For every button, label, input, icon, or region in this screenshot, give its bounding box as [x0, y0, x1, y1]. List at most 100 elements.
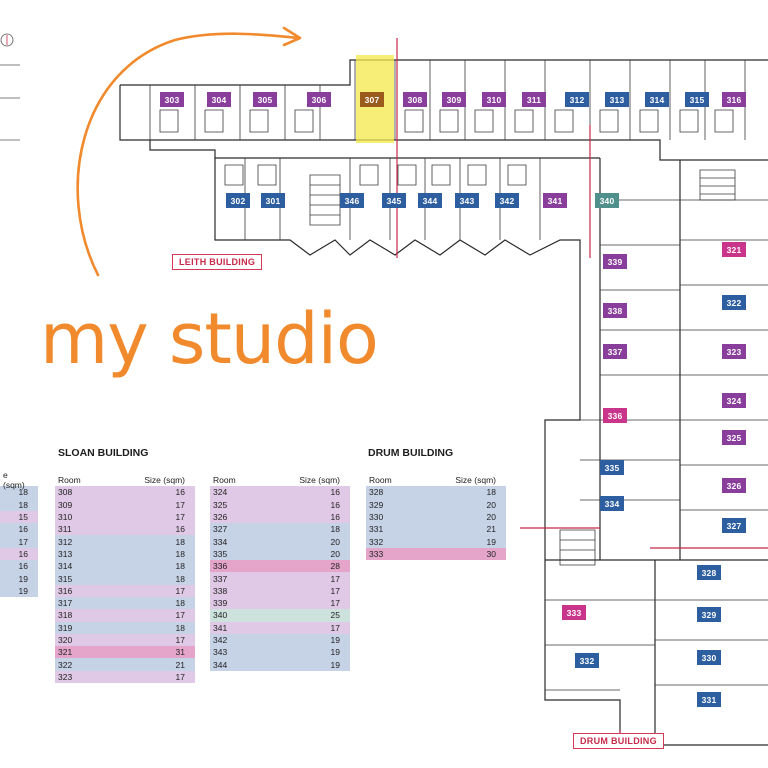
room-tag-345: 345: [382, 193, 406, 208]
size-cell: 16: [330, 499, 340, 510]
room-tag-301: 301: [261, 193, 285, 208]
table-header: Room Size (sqm): [210, 474, 350, 486]
room-tag-312: 312: [565, 92, 589, 107]
size-cell: 17: [330, 585, 340, 596]
size-cell: 18: [175, 536, 185, 547]
room-tag-304: 304: [207, 92, 231, 107]
room-tag-313: 313: [605, 92, 629, 107]
room-tag-308: 308: [403, 92, 427, 107]
room-tag-343: 343: [455, 193, 479, 208]
room-cell: 317: [58, 598, 73, 609]
size-cell: 15: [18, 512, 28, 523]
size-cell: 18: [175, 573, 185, 584]
room-tag-337: 337: [603, 344, 627, 359]
room-cell: 330: [369, 512, 384, 523]
room-cell: 309: [58, 499, 73, 510]
room-tag-324: 324: [722, 393, 746, 408]
size-cell: 17: [175, 512, 185, 523]
room-cell: 343: [213, 647, 228, 658]
table-header: Room Size (sqm): [366, 474, 506, 486]
header-size-fragment: e (sqm): [3, 470, 25, 491]
room-tag-329: 329: [697, 607, 721, 622]
size-cell: 20: [486, 499, 496, 510]
size-cell: 16: [330, 487, 340, 498]
table-header: e (sqm): [0, 470, 38, 490]
room-cell: 338: [213, 585, 228, 596]
room-tag-316: 316: [722, 92, 746, 107]
leith-building-label: LEITH BUILDING: [172, 254, 263, 270]
room-tag-330: 330: [697, 650, 721, 665]
room-tag-303: 303: [160, 92, 184, 107]
size-cell: 18: [486, 487, 496, 498]
legend-fragment: [0, 33, 20, 141]
room-cell: 311: [58, 524, 72, 535]
table-row: 342 19: [210, 633, 350, 647]
room-cell: 337: [213, 573, 228, 584]
size-cell: 18: [18, 487, 28, 498]
size-cell: 21: [486, 524, 496, 535]
table-row: 311 16: [55, 523, 195, 536]
size-cell: 16: [175, 524, 185, 535]
room-tag-321: 321: [722, 242, 746, 257]
size-cell: 17: [18, 536, 28, 547]
size-cell: 17: [175, 635, 185, 645]
size-cell: 20: [330, 536, 340, 547]
room-cell: 331: [369, 524, 384, 535]
room-tag-340: 340: [595, 193, 619, 208]
size-cell: 20: [486, 512, 496, 523]
table-row: 16: [0, 547, 38, 561]
room-tag-339: 339: [603, 254, 627, 269]
room-tag-338: 338: [603, 303, 627, 318]
size-cell: 19: [330, 635, 340, 645]
room-cell: 329: [369, 499, 384, 510]
size-cell: 16: [330, 512, 340, 523]
room-tag-346: 346: [340, 193, 364, 208]
room-cell: 324: [213, 487, 228, 498]
room-cell: 320: [58, 635, 73, 645]
sloan-table-title: SLOAN BUILDING: [58, 447, 149, 459]
size-cell: 30: [486, 548, 496, 559]
room-cell: 333: [369, 548, 384, 559]
col-room-header: Room: [213, 475, 236, 486]
room-cell: 342: [213, 635, 228, 645]
size-cell: 18: [175, 598, 185, 609]
room-cell: 334: [213, 536, 228, 547]
room-tag-335: 335: [600, 460, 624, 475]
room-cell: 308: [58, 487, 73, 498]
room-cell: 332: [369, 536, 384, 547]
size-cell: 19: [18, 585, 28, 596]
room-tag-332: 332: [575, 653, 599, 668]
size-cell: 17: [175, 610, 185, 621]
size-cell: 16: [18, 524, 28, 535]
table-header: Room Size (sqm): [55, 474, 195, 486]
table-row: 17: [0, 535, 38, 548]
room-cell: 344: [213, 659, 228, 670]
size-cell: 18: [175, 561, 185, 572]
my-studio-annotation: my studio: [40, 298, 379, 380]
drum-building-label: DRUM BUILDING: [573, 733, 664, 749]
size-cell: 21: [175, 659, 185, 670]
room-tag-327: 327: [722, 518, 746, 533]
size-cell: 16: [18, 548, 28, 559]
room-tag-341: 341: [543, 193, 567, 208]
room-tag-306: 306: [307, 92, 331, 107]
